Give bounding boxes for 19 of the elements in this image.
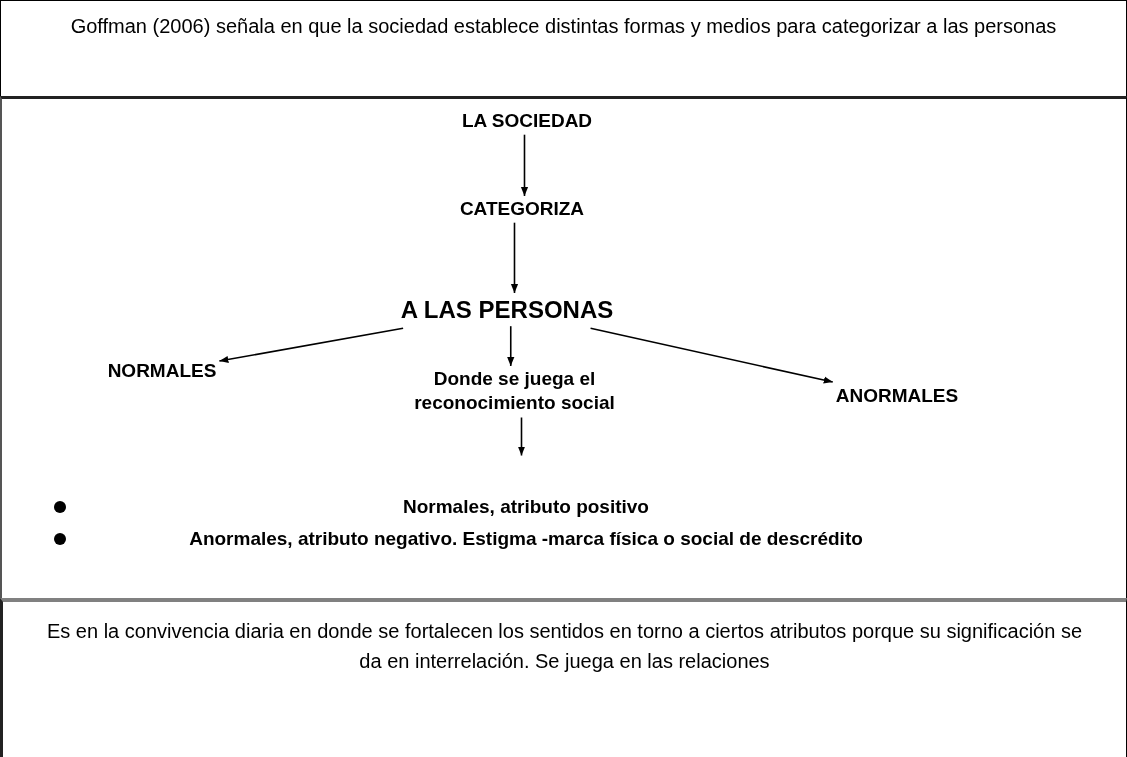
arrow (520, 133, 529, 197)
concept-label: LA SOCIEDAD (461, 109, 593, 133)
concept-label: CATEGORIZA (459, 197, 585, 221)
concept-label: ANORMALES (835, 384, 959, 408)
concept-label: A LAS PERSONAS (400, 295, 614, 325)
arrow (507, 325, 515, 367)
text-panel (0, 598, 1127, 757)
arrow (517, 416, 526, 457)
description-text: Es en la convivencia diaria en donde se fortalecen los sentidos en torno a ciertos atributos porque su significación se da en interrelación. Se juega en las relaciones (45, 619, 1084, 674)
concept-label: Donde se juega el reconocimiento social (413, 367, 616, 415)
arrow (510, 221, 519, 294)
description-text: Goffman (2006) señala en que la sociedad establece distintas formas y medios para categorizar a las personas (69, 14, 1058, 39)
concept-label: NORMALES (107, 359, 217, 383)
bullet-item: Normales, atributo positivo (42, 491, 942, 523)
arrow (218, 327, 404, 364)
arrow (589, 327, 834, 384)
content-panel (0, 96, 1127, 600)
text-panel (0, 0, 1127, 97)
bullet-item: Anormales, atributo negativo. Estigma -marca física o social de descrédito (42, 523, 942, 555)
